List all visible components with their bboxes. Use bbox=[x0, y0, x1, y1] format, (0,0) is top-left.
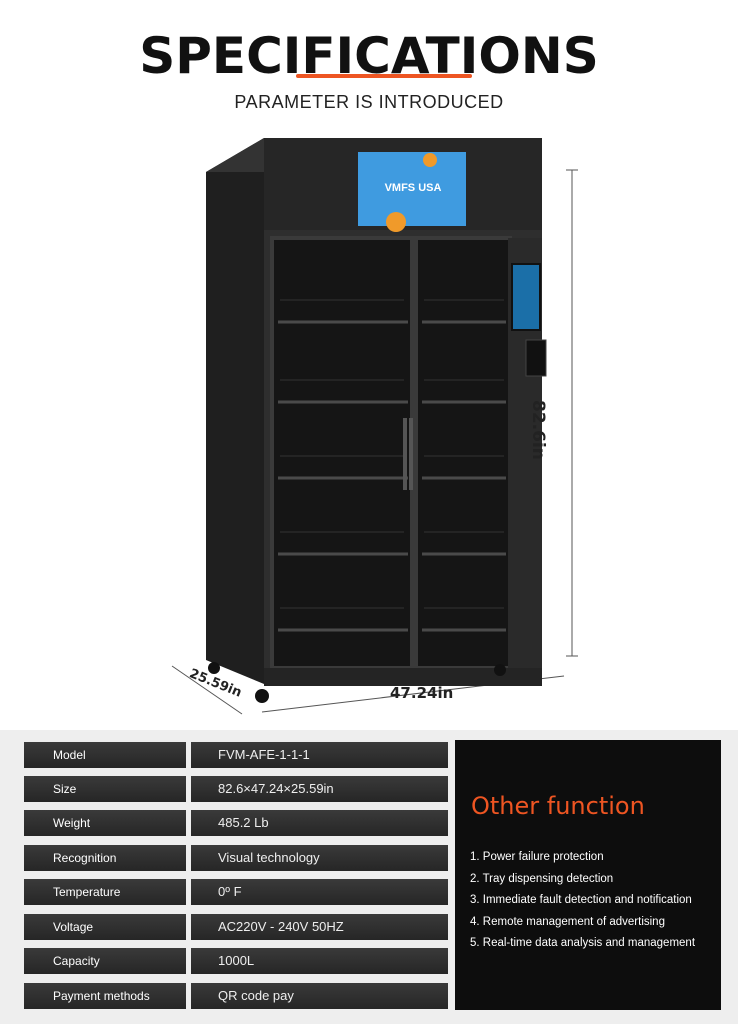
spec-row-weight: Weight 485.2 Lb bbox=[24, 810, 448, 836]
dimension-width: 47.24in bbox=[390, 684, 454, 702]
spec-label: Voltage bbox=[24, 914, 186, 940]
spec-row-capacity: Capacity 1000L bbox=[24, 948, 448, 974]
spec-label: Temperature bbox=[24, 879, 186, 905]
spec-value: Visual technology bbox=[191, 845, 448, 871]
page-subtitle: PARAMETER IS INTRODUCED bbox=[234, 92, 504, 112]
list-item: 1. Power failure protection bbox=[470, 851, 604, 863]
other-function-title: Other function bbox=[471, 792, 645, 820]
spec-value: QR code pay bbox=[191, 983, 448, 1009]
other-function-panel: Other function 1. Power failure protecti… bbox=[455, 740, 721, 1010]
spec-row-temperature: Temperature 0º F bbox=[24, 879, 448, 905]
list-item: 3. Immediate fault detection and notific… bbox=[470, 894, 692, 906]
list-item: 4. Remote management of advertising bbox=[470, 915, 665, 928]
screen-logo: VMFS USA bbox=[384, 182, 442, 194]
list-item: 2. Tray dispensing detection bbox=[470, 872, 614, 885]
spec-row-voltage: Voltage AC220V - 240V 50HZ bbox=[24, 914, 448, 940]
spec-value: 0º F bbox=[191, 879, 448, 905]
spec-value: AC220V - 240V 50HZ bbox=[191, 914, 448, 940]
spec-row-payment: Payment methods QR code pay bbox=[24, 983, 448, 1009]
dimension-height: 82.6in bbox=[528, 400, 548, 460]
wheel bbox=[255, 689, 269, 703]
spec-value: 82.6×47.24×25.59in bbox=[191, 776, 448, 802]
spec-row-size: Size 82.6×47.24×25.59in bbox=[24, 776, 448, 802]
spec-label: Model bbox=[24, 742, 186, 768]
spec-row-recognition: Recognition Visual technology bbox=[24, 845, 448, 871]
door-handle-right bbox=[409, 418, 413, 490]
spec-value: FVM-AFE-1-1-1 bbox=[191, 742, 448, 768]
ad-screen bbox=[358, 152, 466, 226]
spec-label: Payment methods bbox=[24, 983, 186, 1009]
spec-value: 485.2 Lb bbox=[191, 810, 448, 836]
title-underline bbox=[296, 74, 472, 78]
wheel bbox=[208, 662, 220, 674]
spec-label: Capacity bbox=[24, 948, 186, 974]
spec-value: 1000L bbox=[191, 948, 448, 974]
spec-label: Recognition bbox=[24, 845, 186, 871]
payment-terminal bbox=[525, 339, 547, 377]
vending-machine-illustration bbox=[171, 138, 578, 715]
spec-label: Weight bbox=[24, 810, 186, 836]
spec-label: Size bbox=[24, 776, 186, 802]
other-function-list: 1. Power failure protection 2. Tray disp… bbox=[470, 847, 720, 955]
list-item: 5. Real-time data analysis and managemen… bbox=[470, 937, 696, 949]
spec-row-model: Model FVM-AFE-1-1-1 bbox=[24, 742, 448, 768]
touch-screen bbox=[511, 263, 541, 331]
door-handle-left bbox=[403, 418, 407, 490]
wheel bbox=[494, 664, 506, 676]
